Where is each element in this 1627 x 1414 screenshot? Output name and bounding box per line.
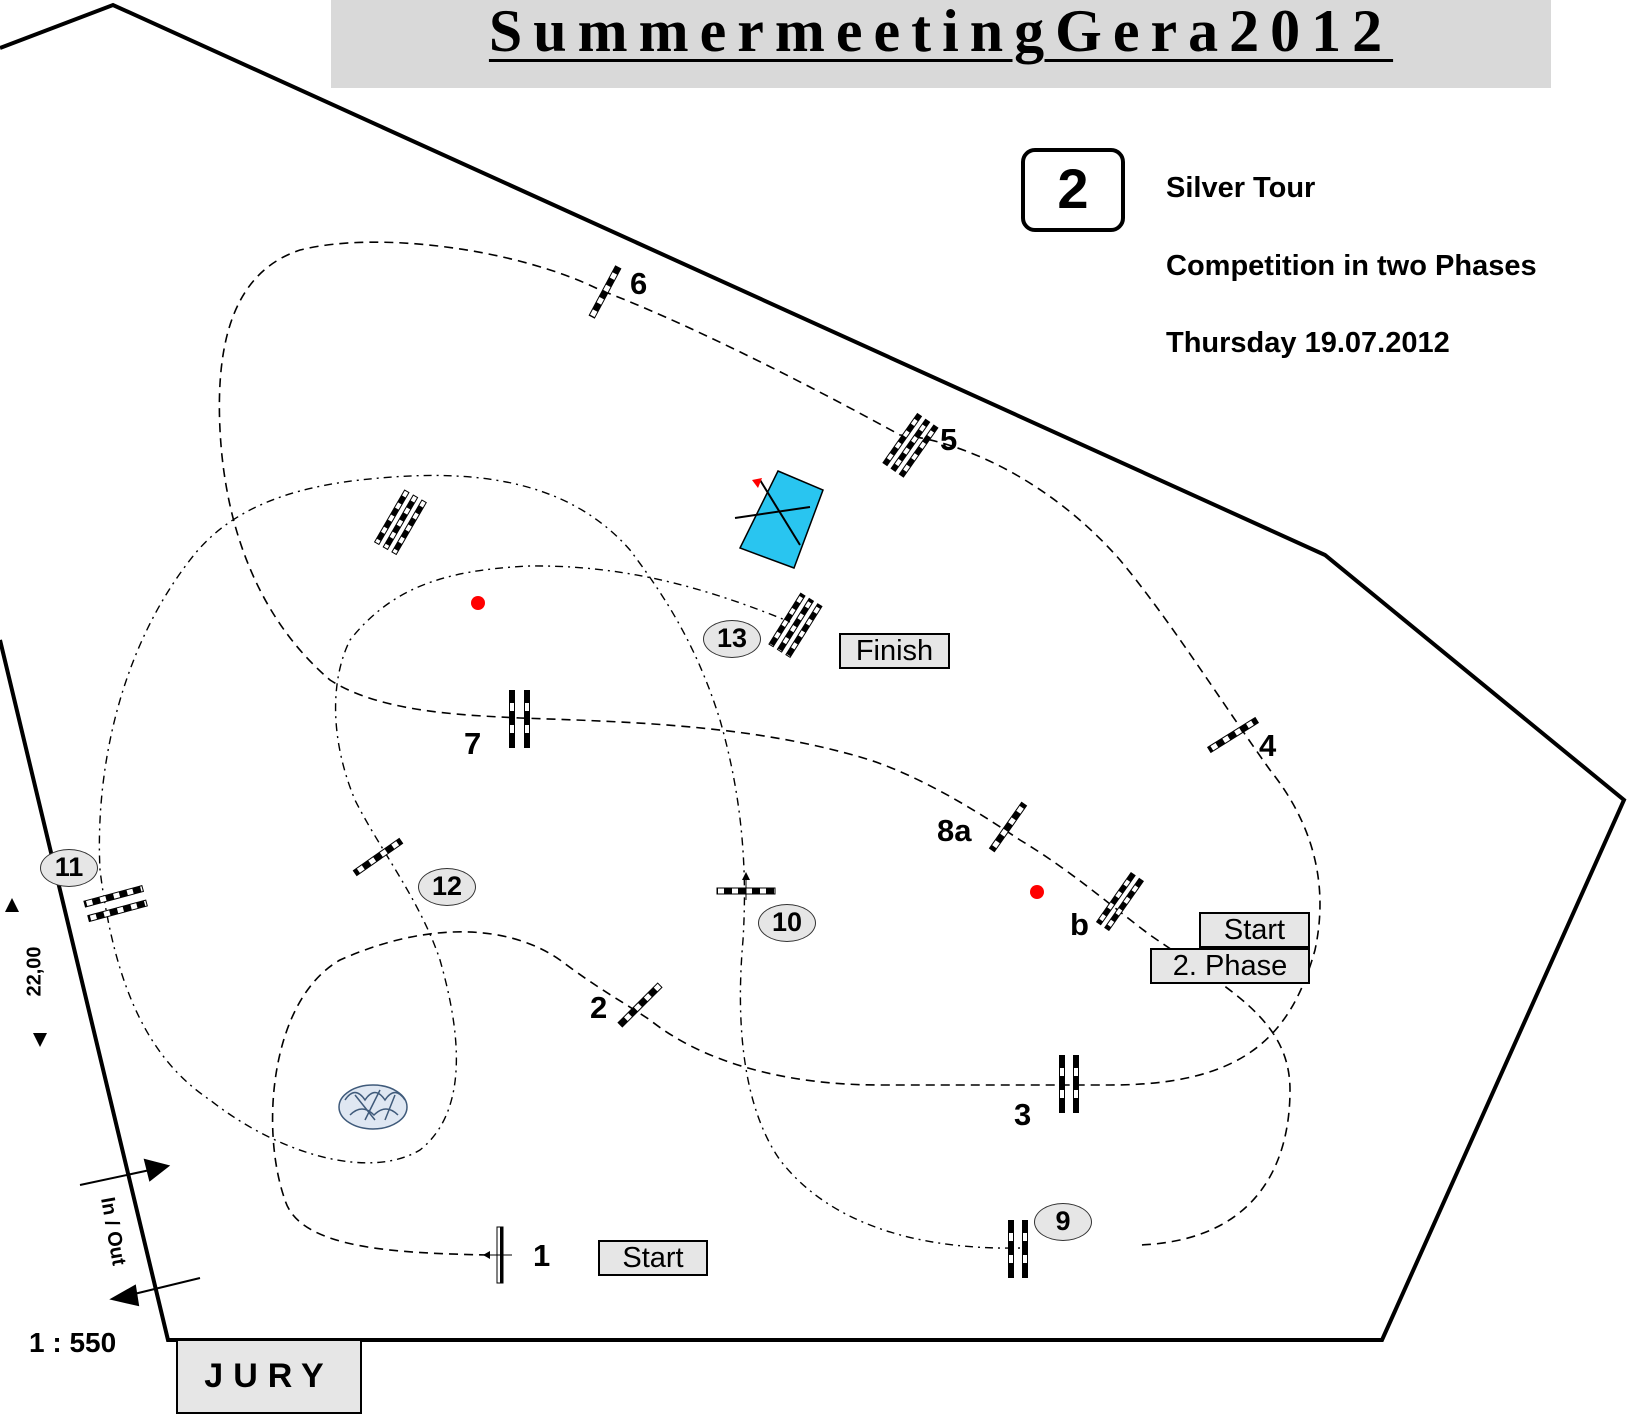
obstacle-label-2: 2 (590, 990, 608, 1025)
jury-box: JURY (176, 1339, 362, 1414)
obstacle-label-6: 6 (630, 266, 648, 301)
info-competition: Competition in two Phases (1166, 250, 1537, 282)
obstacle-13[interactable] (768, 592, 823, 659)
obstacle-1[interactable] (483, 1226, 512, 1284)
info-tour: Silver Tour (1166, 172, 1316, 204)
obstacle-8a[interactable] (988, 801, 1028, 853)
obstacle-11[interactable] (83, 885, 148, 923)
red-marker (471, 596, 485, 610)
in-out-arrows (79, 1158, 201, 1307)
obstacle-10[interactable] (716, 872, 776, 900)
route-phase1 (218, 241, 1321, 1256)
title-bar: SummermeetingGera2012 (331, 0, 1551, 88)
obstacle-label-3: 3 (1014, 1097, 1032, 1132)
obstacle-2[interactable] (617, 982, 663, 1028)
obstacle-3[interactable] (1059, 1055, 1079, 1113)
obstacle-label-8b: b (1070, 907, 1089, 942)
dimension-arrows (5, 898, 47, 1047)
start-box: Start (598, 1240, 708, 1276)
start-phase2-box: Start (1199, 912, 1310, 948)
page-title: SummermeetingGera2012 (488, 0, 1394, 64)
obstacle-label-11: 11 (40, 849, 98, 887)
scale-label: 1 : 550 (29, 1327, 117, 1358)
finish-box: Finish (839, 633, 950, 669)
obstacle-label-9: 9 (1034, 1203, 1092, 1241)
arena-boundary (0, 2, 1627, 1342)
red-marker (1030, 885, 1044, 899)
obstacle-5[interactable] (882, 412, 939, 478)
obstacle-label-1: 1 (533, 1238, 551, 1273)
obstacle-8b[interactable] (1095, 871, 1144, 932)
obstacle-label-12: 12 (418, 868, 476, 906)
obstacle-label-10: 10 (758, 904, 816, 942)
obstacle-4[interactable] (1206, 716, 1260, 754)
obstacle-12[interactable] (352, 837, 404, 877)
obstacle-unnumbered[interactable] (373, 489, 427, 556)
obstacle-label-7: 7 (464, 726, 482, 761)
obstacle-label-4: 4 (1259, 728, 1277, 763)
obstacle-7[interactable] (509, 690, 530, 748)
obstacle-label-13: 13 (703, 620, 761, 658)
water-jump (734, 470, 824, 569)
bush-decoration (338, 1084, 408, 1130)
obstacle-9[interactable] (1008, 1220, 1028, 1278)
info-date: Thursday 19.07.2012 (1166, 327, 1450, 359)
obstacle-label-8a: 8a (937, 813, 972, 848)
obstacle-label-5: 5 (940, 422, 958, 457)
phase2-label-box: 2. Phase (1150, 948, 1310, 984)
dimension-label: 22,00 (23, 946, 46, 997)
obstacle-6[interactable] (588, 265, 622, 319)
course-number-badge: 2 (1021, 148, 1125, 232)
route-phase2 (98, 474, 1021, 1249)
